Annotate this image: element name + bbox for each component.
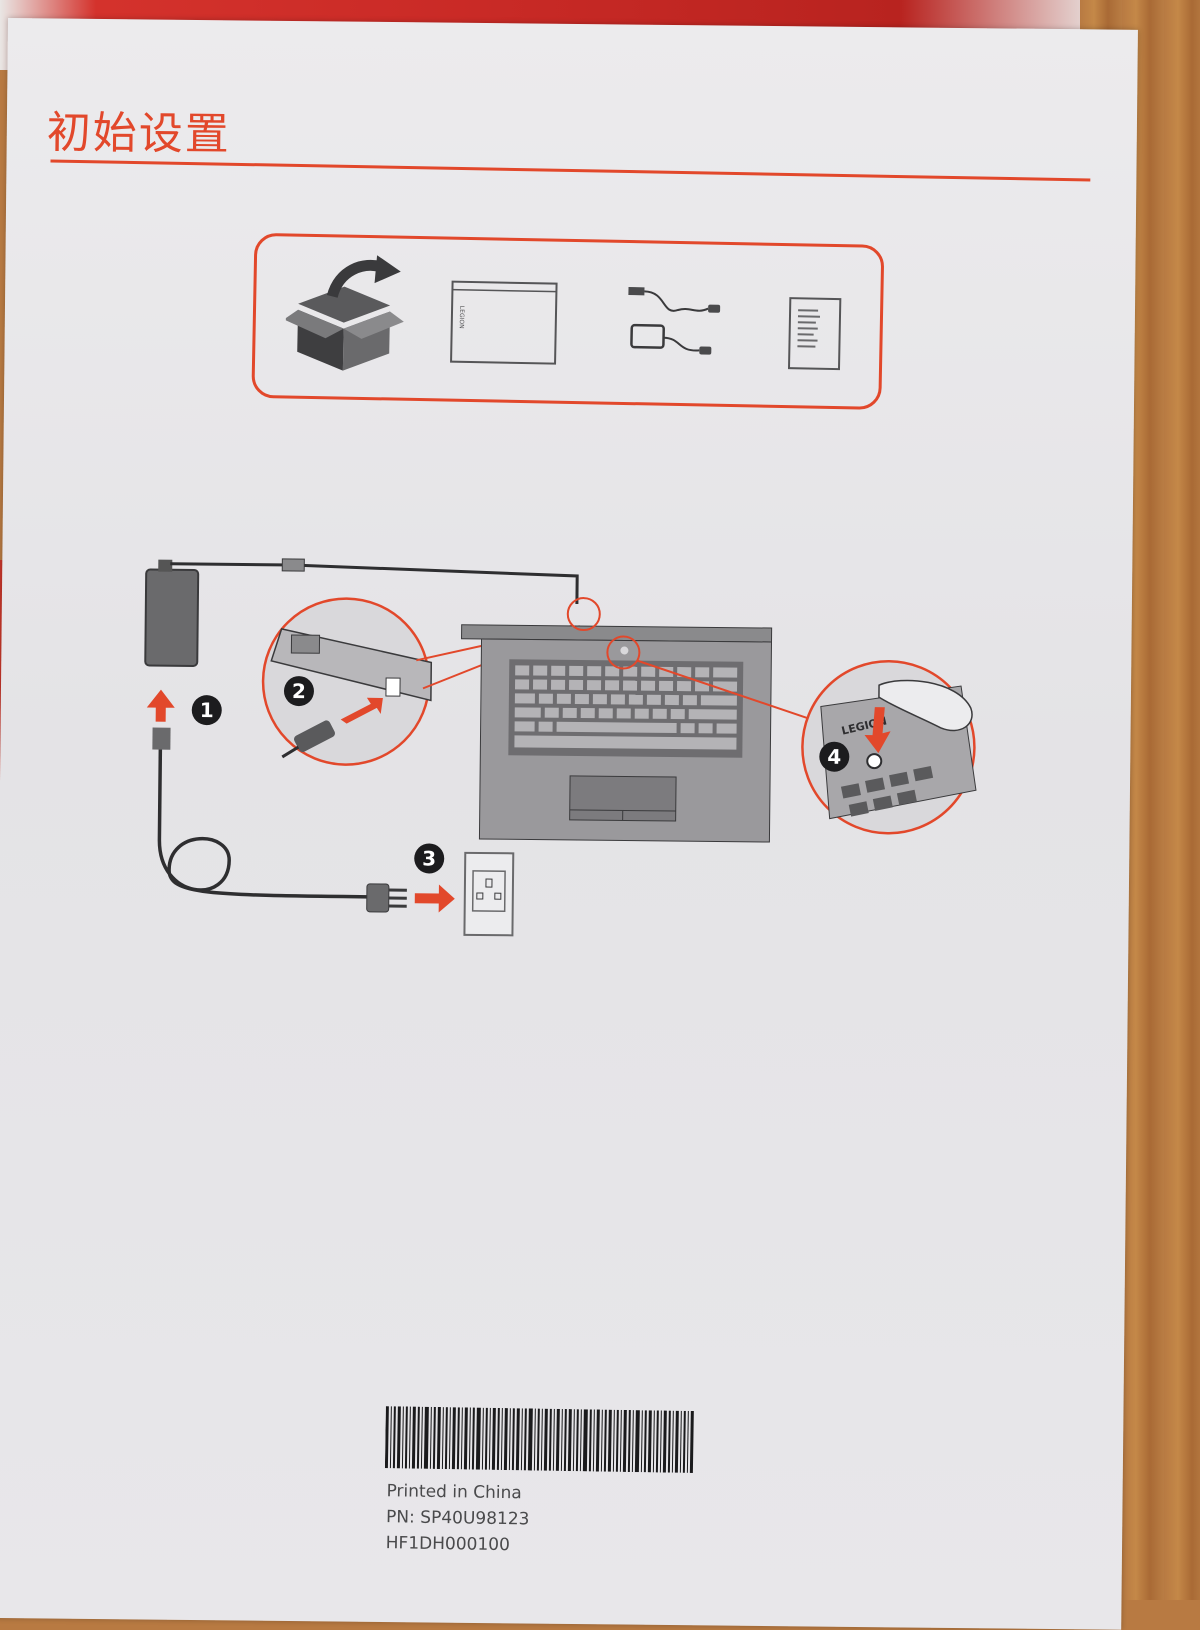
document-icon [787, 296, 844, 373]
laptop-illustration [459, 625, 771, 842]
step-number-4: 4 [827, 745, 841, 769]
power-adapter-icon [625, 285, 727, 367]
step-badge-1: 1 [192, 695, 222, 725]
step-number-1: 1 [200, 698, 214, 722]
ac-connector-icon [152, 728, 170, 750]
print-info-block: Printed in China PN: SP40U98123 HF1DH000… [384, 1406, 716, 1561]
power-button-icon [867, 754, 881, 768]
title-underline [50, 159, 1090, 181]
ac-plug-icon [367, 884, 407, 912]
dc-cable [170, 564, 577, 604]
setup-sheet: 初始设置 LEGION [0, 18, 1138, 1630]
power-brick-icon [145, 559, 198, 666]
page-title: 初始设置 [47, 96, 232, 162]
laptop-icon: LEGION [449, 280, 561, 368]
step-number-3: 3 [422, 846, 436, 870]
step-badge-3: 3 [414, 843, 444, 873]
package-contents-box: LEGION [251, 233, 884, 410]
step-number-2: 2 [292, 679, 306, 703]
barcode [385, 1406, 696, 1473]
cable-ferrite-icon [282, 559, 304, 571]
dc-port-highlight [568, 598, 600, 630]
document-code-text: HF1DH000100 [386, 1530, 714, 1561]
unbox-icon [285, 251, 407, 373]
arrow-right-icon [415, 884, 455, 912]
setup-diagram: 1 2 [128, 549, 1012, 958]
wall-socket-icon [464, 853, 513, 935]
laptop-brand-label: LEGION [458, 306, 465, 329]
arrow-up-icon [147, 689, 175, 721]
